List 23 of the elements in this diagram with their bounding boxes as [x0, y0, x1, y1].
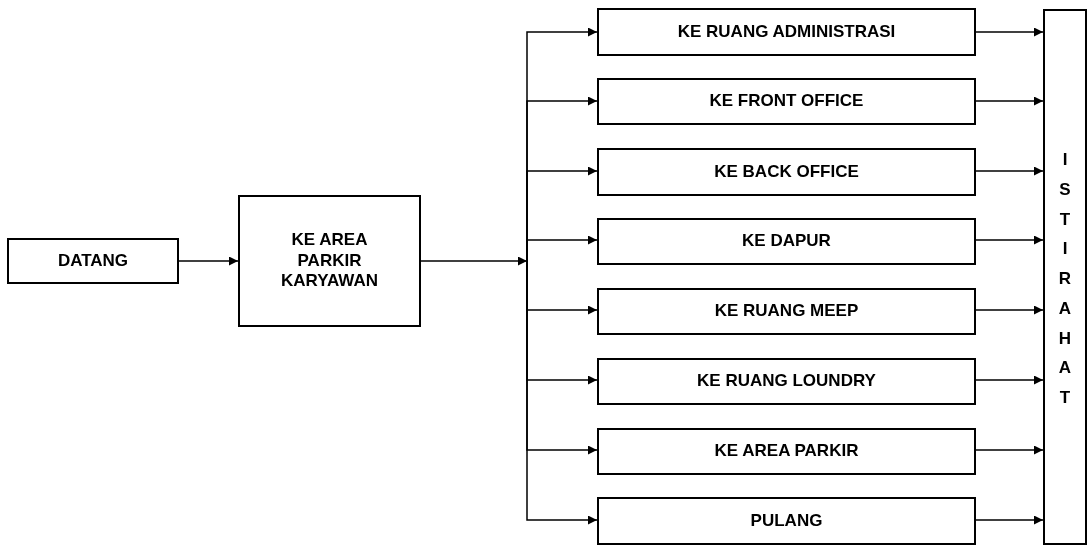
arrow	[975, 445, 1044, 455]
arrow	[178, 256, 239, 266]
process-box: KE RUANG MEEP	[597, 288, 976, 335]
arrow	[975, 515, 1044, 525]
process-box: KE AREA PARKIR KARYAWAN	[238, 195, 421, 327]
process-box: PULANG	[597, 497, 976, 545]
arrow	[975, 235, 1044, 245]
process-box: KE BACK OFFICE	[597, 148, 976, 196]
branch-arrow	[526, 260, 598, 525]
branch-arrow	[526, 235, 598, 262]
arrow	[975, 375, 1044, 385]
arrow	[975, 166, 1044, 176]
process-box: KE RUANG ADMINISTRASI	[597, 8, 976, 56]
process-box: KE AREA PARKIR	[597, 428, 976, 475]
arrow	[975, 27, 1044, 37]
process-box: DATANG	[7, 238, 179, 284]
arrow	[420, 256, 528, 266]
process-box: KE DAPUR	[597, 218, 976, 265]
arrow	[975, 305, 1044, 315]
process-box: KE RUANG LOUNDRY	[597, 358, 976, 405]
process-box: KE FRONT OFFICE	[597, 78, 976, 125]
arrow	[975, 96, 1044, 106]
vertical-process-box: ISTIRAHAT	[1043, 9, 1087, 545]
